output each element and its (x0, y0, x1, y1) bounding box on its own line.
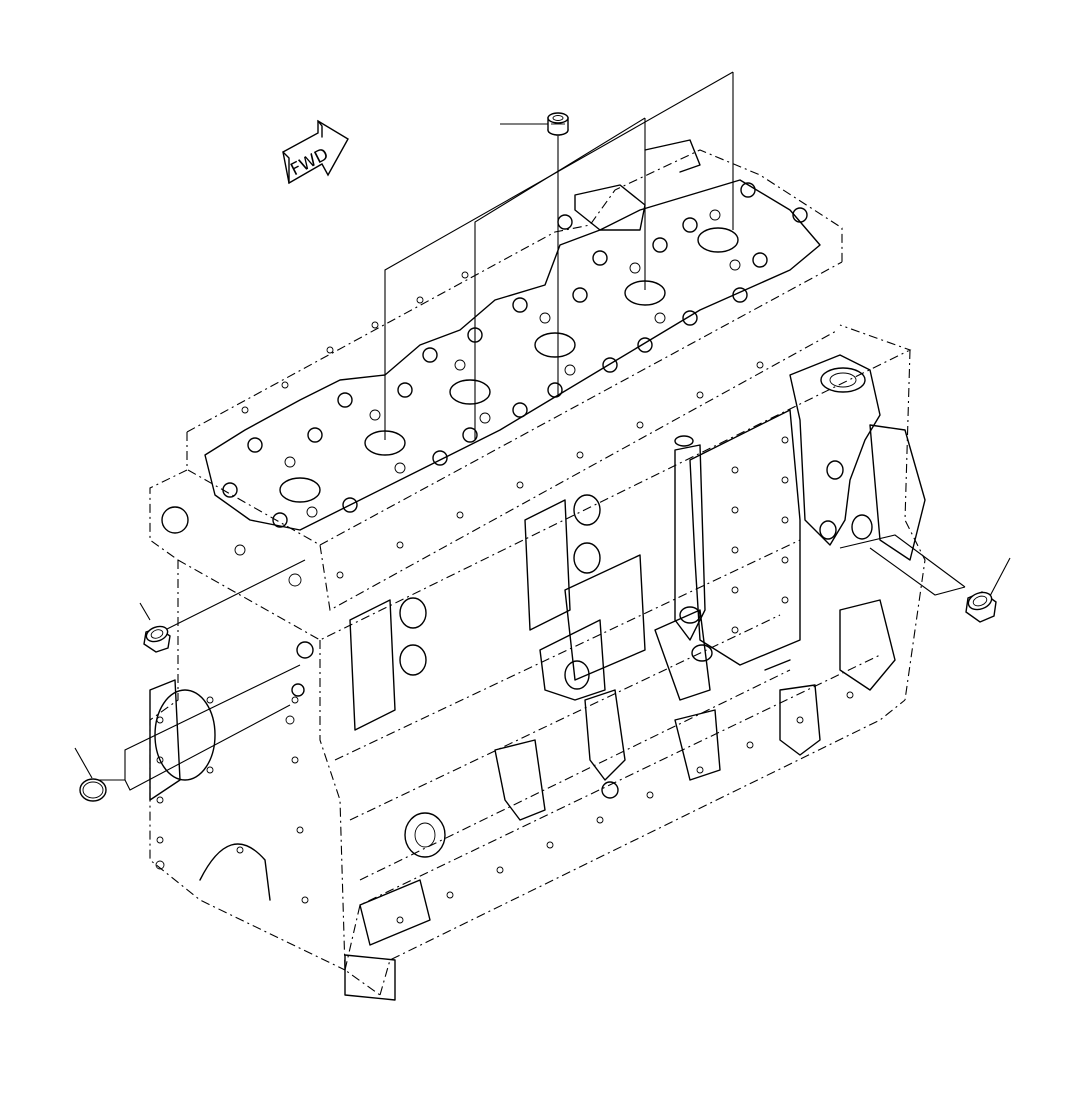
o-ring (79, 778, 107, 802)
cylinder-head (161, 139, 821, 587)
right-side-cap-plug (965, 591, 997, 623)
forward-arrow-icon: FWD (282, 119, 349, 185)
cylinder-block (149, 271, 926, 1001)
left-side-cap-plug (143, 625, 171, 653)
callout-leaders (74, 71, 1011, 791)
engine-block (149, 149, 926, 996)
cylinder-head-plug (547, 112, 569, 136)
